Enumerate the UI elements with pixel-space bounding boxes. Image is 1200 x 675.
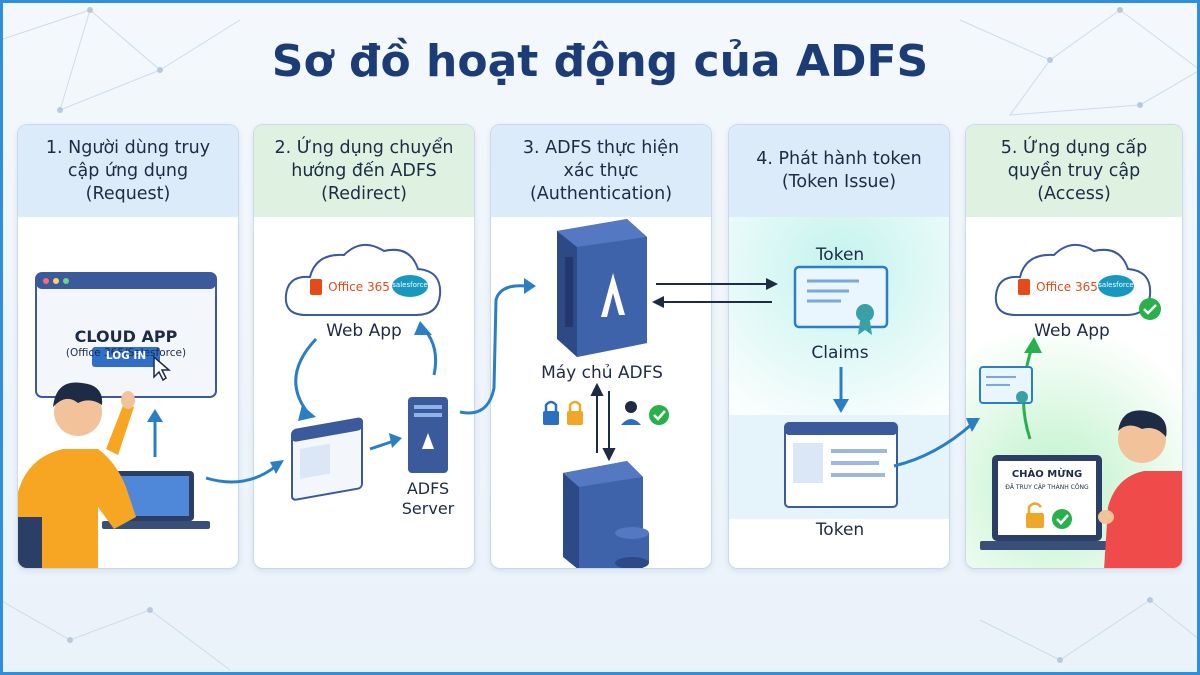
step-4-heading: 4. Phát hành token (Token Issue) <box>729 125 949 217</box>
browser-icon <box>291 417 363 501</box>
user-icon <box>621 401 641 425</box>
arrow-icon <box>833 367 849 413</box>
web-app-label: Web App <box>326 321 402 341</box>
lock-icon <box>543 400 583 425</box>
welcome-label: CHÀO MỪNG <box>1011 469 1083 480</box>
office-label: Office 365 <box>1036 280 1098 294</box>
browser-icon <box>35 272 217 398</box>
salesforce-icon <box>1098 275 1134 297</box>
user-icon <box>18 382 136 568</box>
page-title: Sơ đồ hoạt động của ADFS <box>271 36 929 87</box>
check-icon <box>1139 298 1161 320</box>
arrow-icon <box>147 409 163 457</box>
login-button-label[interactable]: LOG IN <box>105 350 147 362</box>
token-bottom-label: Token <box>815 520 865 540</box>
step-card-4: 4. Phát hành token (Token Issue) <box>728 124 950 569</box>
user-icon <box>1098 410 1182 568</box>
step-1-heading: 1. Người dùng truy cập ứng dụng (Request… <box>18 125 238 217</box>
step-card-3: 3. ADFS thực hiện xác thực (Authenticati… <box>490 124 712 569</box>
cloud-icon <box>284 244 442 316</box>
certificate-icon <box>979 366 1033 404</box>
cloud-app-title: CLOUD APP <box>74 327 178 346</box>
office-icon <box>1018 279 1030 295</box>
salesforce-label: salesforce <box>392 281 428 289</box>
step-3-heading: 3. ADFS thực hiện xác thực (Authenticati… <box>491 125 711 217</box>
check-icon <box>649 405 669 425</box>
step-card-1: 1. Người dùng truy cập ứng dụng (Request… <box>17 124 239 569</box>
login-button[interactable] <box>92 347 160 367</box>
cloud-icon <box>994 244 1152 316</box>
arrow-icon <box>590 382 616 462</box>
browser-icon <box>729 415 949 519</box>
step-2-heading: 2. Ứng dụng chuyển hướng đến ADFS (Redir… <box>254 125 474 217</box>
success-label: ĐÃ TRUY CẬP THÀNH CÔNG <box>1005 484 1089 491</box>
adfs-server-label: ADFS Server <box>401 479 455 518</box>
adfs-main-server-label: Máy chủ ADFS <box>541 363 663 383</box>
server-icon <box>408 397 448 473</box>
arrow-icon <box>369 433 402 451</box>
laptop-icon <box>980 455 1114 550</box>
step-5-heading: 5. Ứng dụng cấp quyền truy cập (Access) <box>966 125 1182 217</box>
server-icon <box>557 219 647 357</box>
step-card-5: 5. Ứng dụng cấp quyền truy cập (Access) <box>965 124 1183 569</box>
office-label: Office 365 <box>328 280 390 294</box>
lock-icon <box>1026 502 1044 528</box>
check-icon <box>1052 509 1072 529</box>
certificate-icon <box>793 265 889 335</box>
salesforce-label: salesforce <box>1098 281 1134 289</box>
claims-label: Claims <box>811 343 869 363</box>
cursor-icon <box>153 355 172 382</box>
web-app-label: Web App <box>1034 321 1110 341</box>
token-top-label: Token <box>815 245 865 265</box>
cloud-app-subtitle: (Office 365/Salesforce) <box>65 347 187 359</box>
salesforce-icon <box>392 275 428 297</box>
database-icon <box>615 527 649 568</box>
office-icon <box>310 279 322 295</box>
step-card-2: 2. Ứng dụng chuyển hướng đến ADFS (Redir… <box>253 124 475 569</box>
